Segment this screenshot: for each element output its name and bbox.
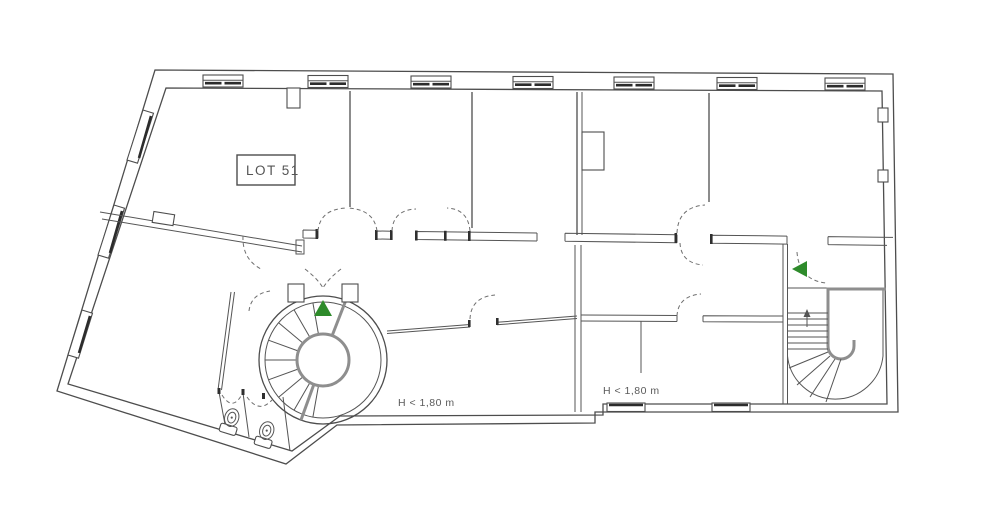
- door-arc: [317, 207, 348, 232]
- door-arc: [469, 294, 496, 320]
- knee-wall-east: [580, 314, 784, 323]
- door-arc: [676, 204, 706, 234]
- lot-label: LOT 51: [246, 163, 300, 178]
- chimney-stub: [581, 131, 605, 171]
- labels: LOT 51 H < 1,80 m H < 1,80 m: [236, 154, 660, 409]
- wall-stub: [151, 210, 176, 227]
- windows-left-wall: [67, 109, 155, 359]
- door-jamb: [390, 230, 393, 240]
- door-arc: [679, 242, 704, 266]
- window-icon: [306, 74, 350, 89]
- door-arc: [242, 235, 262, 270]
- corridor-walls: [99, 210, 894, 412]
- lot-label-box: [236, 154, 296, 186]
- windows-top-wall: [201, 73, 867, 92]
- entry-pier: [287, 283, 305, 303]
- stair-treads: [788, 312, 842, 403]
- spiral-rail: [330, 299, 348, 337]
- u-staircase: [787, 287, 886, 403]
- door-arcs: [221, 204, 827, 407]
- door-arc: [248, 290, 271, 312]
- spiral-staircase: [258, 283, 388, 425]
- door-arc: [322, 268, 342, 289]
- direction-marker-left-icon: [792, 261, 807, 277]
- window-icon: [97, 204, 126, 259]
- window-icon: [715, 76, 759, 91]
- window-icon: [711, 402, 751, 413]
- spiral-newel: [295, 332, 351, 388]
- door-jamb: [315, 229, 319, 239]
- window-icon: [511, 75, 555, 90]
- door-jamb: [241, 389, 245, 395]
- door-arc: [446, 207, 471, 232]
- height-restriction-label-right: H < 1,80 m: [603, 385, 660, 397]
- window-glass: [137, 115, 153, 159]
- entry-pier: [341, 283, 359, 303]
- wall-stub: [286, 87, 301, 109]
- stairwell-west-wall: [782, 244, 788, 404]
- window-icon: [201, 73, 245, 89]
- door-arc: [246, 396, 273, 407]
- top-room-partitions: [349, 91, 710, 235]
- windows-bottom-wall: [606, 402, 751, 413]
- direction-marker-up-icon: [314, 300, 332, 316]
- stall-wall: [282, 396, 291, 452]
- envelope-outer-wall: [56, 69, 899, 465]
- wall-jog: [877, 169, 889, 183]
- spiral-rail: [299, 383, 316, 421]
- door-jamb: [468, 320, 471, 327]
- window-icon: [126, 109, 155, 164]
- door-jamb: [468, 231, 471, 241]
- window-icon: [409, 74, 453, 90]
- toilet-icon: [253, 418, 279, 450]
- wc-hall-wall: [217, 291, 235, 391]
- door-jamb: [496, 318, 499, 325]
- window-glass: [77, 315, 92, 354]
- door-jamb: [674, 233, 678, 243]
- door-arc: [304, 268, 324, 289]
- door-jamb: [375, 230, 378, 240]
- wall-jog: [877, 107, 889, 123]
- knee-wall-west: [386, 315, 578, 334]
- door-jamb: [444, 230, 447, 241]
- window-glass: [108, 210, 124, 254]
- door-jamb: [710, 234, 713, 244]
- door-jamb: [415, 230, 418, 241]
- door-jamb: [262, 393, 265, 399]
- door-jamb: [217, 388, 221, 394]
- stall-wall: [242, 392, 250, 438]
- window-icon: [67, 309, 94, 359]
- room-divider-wall: [574, 245, 582, 412]
- height-restriction-label-left: H < 1,80 m: [398, 397, 455, 409]
- spiral-treads: [265, 302, 319, 418]
- window-icon: [606, 402, 646, 413]
- building-envelope: [56, 69, 899, 465]
- window-icon: [612, 75, 656, 91]
- direction-arrow-head: [803, 309, 811, 317]
- door-arc: [676, 293, 702, 317]
- stairwell-outer-wall: [787, 288, 884, 400]
- diagonal-wall: [99, 211, 305, 255]
- stair-rail: [826, 287, 886, 361]
- window-icon: [823, 76, 867, 92]
- envelope-inner-wall: [67, 87, 888, 452]
- door-arc: [391, 208, 417, 232]
- spiral-outer-wall: [258, 295, 388, 425]
- door-arc: [346, 207, 378, 232]
- door-arc: [221, 394, 242, 404]
- wc-area: [217, 291, 291, 452]
